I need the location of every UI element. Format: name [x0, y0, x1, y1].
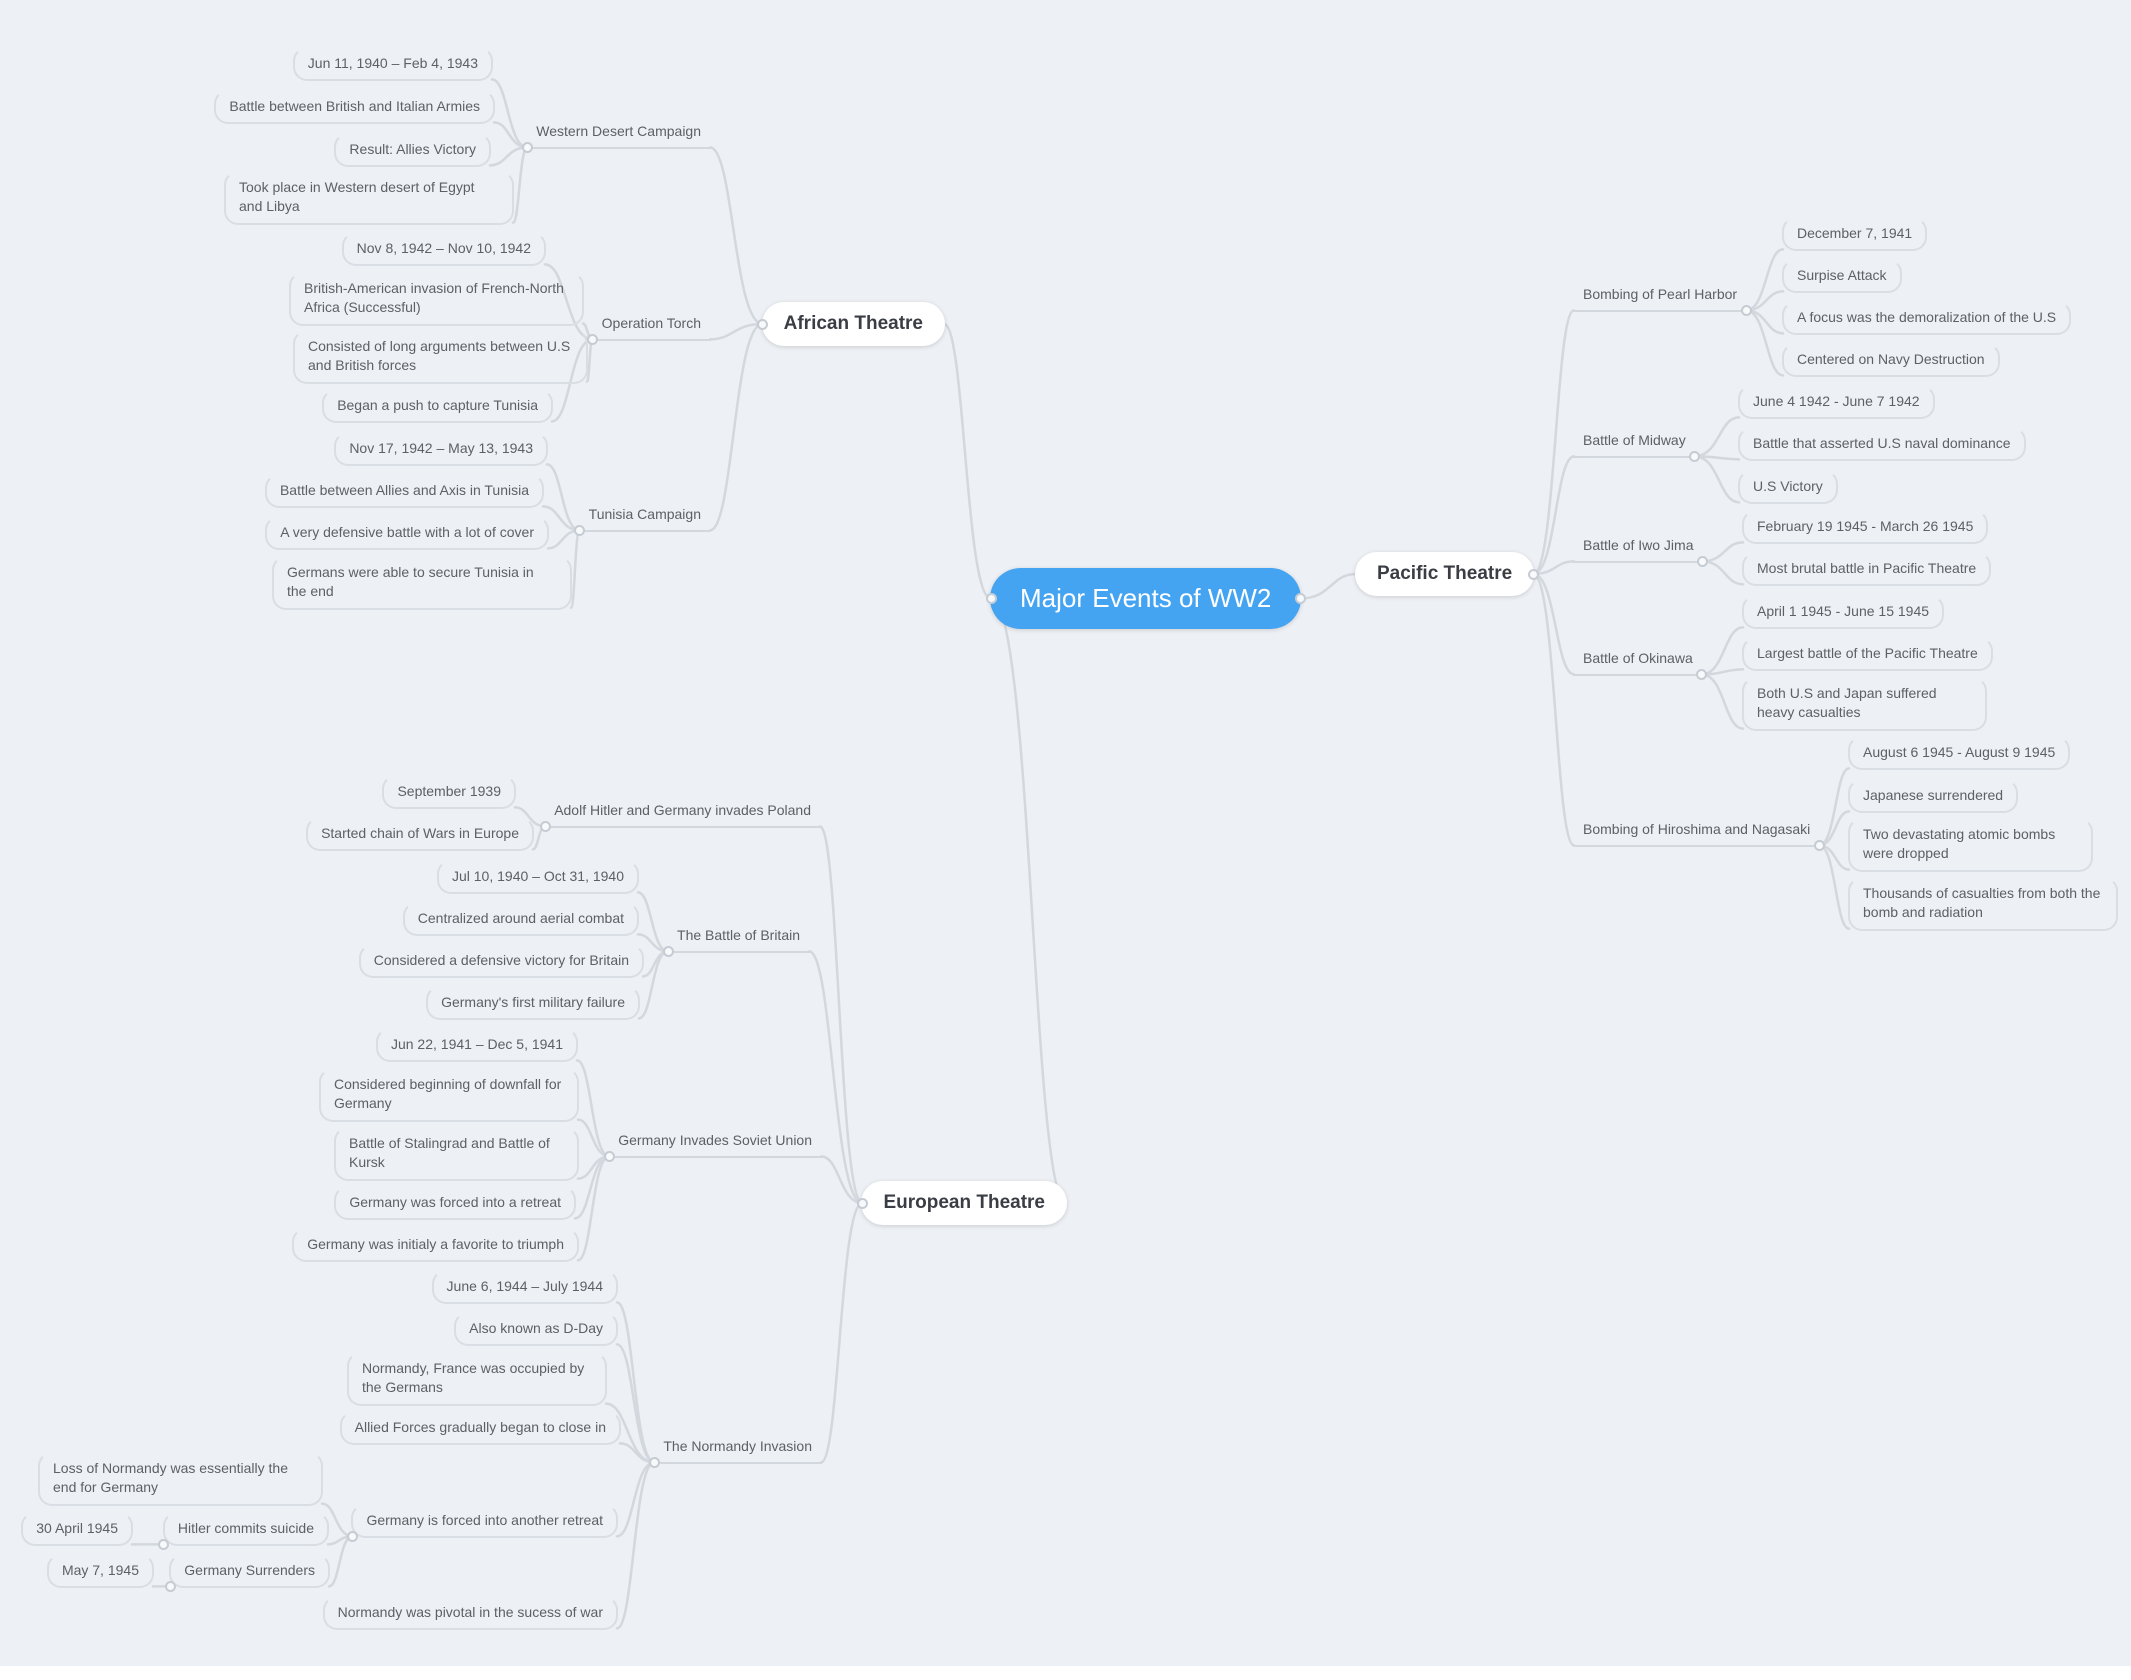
fact-node[interactable]: Result: Allies Victory	[334, 133, 491, 168]
fact-node[interactable]: Surpise Attack	[1782, 259, 1902, 294]
fact-node[interactable]: Battle between Allies and Axis in Tunisi…	[264, 474, 544, 509]
topic-tunisia-campaign[interactable]: Tunisia Campaign	[578, 501, 711, 533]
branch-junction-dot[interactable]	[158, 1538, 170, 1550]
node-hitler-commits-suicide[interactable]: Hitler commits suicide	[162, 1512, 329, 1547]
topic-operation-torch[interactable]: Operation Torch	[591, 310, 711, 342]
fact-node[interactable]: May 7, 1945	[46, 1554, 154, 1589]
topic-battle-of-okinawa[interactable]: Battle of Okinawa	[1573, 645, 1703, 677]
fact-node[interactable]: Germany was forced into a retreat	[334, 1186, 576, 1221]
branch-junction-dot[interactable]	[985, 593, 997, 604]
fact-node[interactable]: Battle of Stalingrad and Battle of Kursk	[334, 1127, 579, 1181]
branch-junction-dot[interactable]	[346, 1530, 358, 1542]
branch-junction-dot[interactable]	[757, 318, 769, 330]
branch-junction-dot[interactable]	[1813, 839, 1825, 851]
branch-junction-dot[interactable]	[1696, 668, 1708, 680]
topic-battle-of-midway[interactable]: Battle of Midway	[1573, 427, 1696, 459]
branch-junction-dot[interactable]	[587, 333, 599, 345]
fact-node[interactable]: Battle that asserted U.S naval dominance	[1738, 427, 2026, 462]
fact-node[interactable]: Nov 8, 1942 – Nov 10, 1942	[341, 232, 546, 267]
fact-node[interactable]: Both U.S and Japan suffered heavy casual…	[1742, 677, 1987, 731]
branch-junction-dot[interactable]	[539, 820, 551, 832]
fact-node[interactable]: Thousands of casualties from both the bo…	[1848, 877, 2118, 931]
fact-node[interactable]: U.S Victory	[1738, 470, 1838, 505]
fact-node[interactable]: February 19 1945 - March 26 1945	[1742, 510, 1989, 545]
fact-node[interactable]: Normandy, France was occupied by the Ger…	[347, 1352, 607, 1406]
fact-node[interactable]: Most brutal battle in Pacific Theatre	[1742, 552, 1992, 587]
branch-european-theatre[interactable]: European Theatre	[861, 1181, 1067, 1225]
fact-node[interactable]: September 1939	[382, 775, 516, 810]
fact-node[interactable]: Jun 11, 1940 – Feb 4, 1943	[292, 47, 493, 82]
fact-node[interactable]: Jun 22, 1941 – Dec 5, 1941	[375, 1028, 578, 1063]
fact-node[interactable]: Took place in Western desert of Egypt an…	[224, 171, 514, 225]
fact-node[interactable]: Battle between British and Italian Armie…	[214, 90, 495, 125]
node-germany-surrenders[interactable]: Germany Surrenders	[169, 1554, 330, 1589]
fact-node[interactable]: June 6, 1944 – July 1944	[431, 1270, 618, 1305]
topic-bombing-of-hiroshima-and-nagasaki[interactable]: Bombing of Hiroshima and Nagasaki	[1573, 816, 1821, 848]
fact-node[interactable]: Germany was initialy a favorite to trium…	[292, 1228, 579, 1263]
topic-bombing-of-pearl-harbor[interactable]: Bombing of Pearl Harbor	[1573, 281, 1748, 313]
fact-node[interactable]: Started chain of Wars in Europe	[306, 817, 534, 852]
branch-junction-dot[interactable]	[574, 524, 586, 536]
fact-node[interactable]: Jul 10, 1940 – Oct 31, 1940	[436, 860, 639, 895]
fact-node[interactable]: Began a push to capture Tunisia	[322, 389, 553, 424]
node-germany-forced-into-another-retreat[interactable]: Germany is forced into another retreat	[351, 1504, 618, 1539]
fact-node[interactable]: Considered beginning of downfall for Ger…	[319, 1068, 579, 1122]
fact-node[interactable]: August 6 1945 - August 9 1945	[1848, 736, 2071, 771]
fact-node[interactable]: April 1 1945 - June 15 1945	[1742, 595, 1945, 630]
fact-node[interactable]: Centralized around aerial combat	[402, 902, 639, 937]
topic-invasion-of-poland[interactable]: Adolf Hitler and Germany invades Poland	[544, 797, 821, 829]
fact-node[interactable]: Japanese surrendered	[1848, 779, 2019, 814]
branch-junction-dot[interactable]	[856, 1197, 868, 1209]
scrollbar-track-horizontal[interactable]	[0, 1666, 2131, 1680]
fact-node[interactable]: Also known as D-Day	[454, 1312, 618, 1347]
topic-battle-of-iwo-jima[interactable]: Battle of Iwo Jima	[1573, 532, 1704, 564]
branch-junction-dot[interactable]	[1294, 593, 1306, 604]
fact-node[interactable]: December 7, 1941	[1782, 217, 1928, 252]
branch-junction-dot[interactable]	[1689, 450, 1701, 462]
branch-african-theatre[interactable]: African Theatre	[761, 302, 945, 346]
fact-node[interactable]: A very defensive battle with a lot of co…	[265, 516, 549, 551]
topic-western-desert-campaign[interactable]: Western Desert Campaign	[526, 118, 711, 150]
fact-node[interactable]: Loss of Normandy was essentially the end…	[38, 1452, 323, 1506]
fact-node[interactable]: A focus was the demoralization of the U.…	[1782, 301, 2072, 336]
fact-node[interactable]: Largest battle of the Pacific Theatre	[1742, 637, 1993, 672]
fact-node[interactable]: Allied Forces gradually began to close i…	[339, 1411, 621, 1446]
fact-node[interactable]: June 4 1942 - June 7 1942	[1738, 385, 1935, 420]
branch-junction-dot[interactable]	[1740, 304, 1752, 316]
branch-pacific-theatre[interactable]: Pacific Theatre	[1355, 552, 1535, 596]
fact-node[interactable]: Germany's first military failure	[426, 986, 640, 1021]
fact-node[interactable]: Normandy was pivotal in the sucess of wa…	[322, 1596, 618, 1631]
central-node-major-events-of-ww2[interactable]: Major Events of WW2	[990, 568, 1302, 629]
fact-node[interactable]: Considered a defensive victory for Brita…	[358, 944, 644, 979]
branch-junction-dot[interactable]	[662, 945, 674, 957]
branch-junction-dot[interactable]	[1697, 555, 1708, 567]
branch-junction-dot[interactable]	[521, 141, 533, 153]
topic-germany-invades-soviet-union[interactable]: Germany Invades Soviet Union	[608, 1127, 822, 1159]
fact-node[interactable]: Centered on Navy Destruction	[1782, 343, 2000, 378]
branch-junction-dot[interactable]	[164, 1580, 176, 1592]
fact-node[interactable]: 30 April 1945	[21, 1512, 133, 1547]
fact-node[interactable]: British-American invasion of French-Nort…	[289, 272, 584, 326]
fact-node[interactable]: Germans were able to secure Tunisia in t…	[272, 556, 572, 610]
branch-junction-dot[interactable]	[648, 1456, 660, 1468]
branch-junction-dot[interactable]	[1527, 568, 1539, 580]
topic-normandy-invasion[interactable]: The Normandy Invasion	[653, 1433, 822, 1465]
topic-battle-of-britain[interactable]: The Battle of Britain	[667, 922, 810, 954]
fact-node[interactable]: Nov 17, 1942 – May 13, 1943	[334, 432, 548, 467]
branch-junction-dot[interactable]	[603, 1150, 615, 1162]
fact-node[interactable]: Two devastating atomic bombs were droppe…	[1848, 818, 2093, 872]
fact-node[interactable]: Consisted of long arguments between U.S …	[293, 330, 588, 384]
